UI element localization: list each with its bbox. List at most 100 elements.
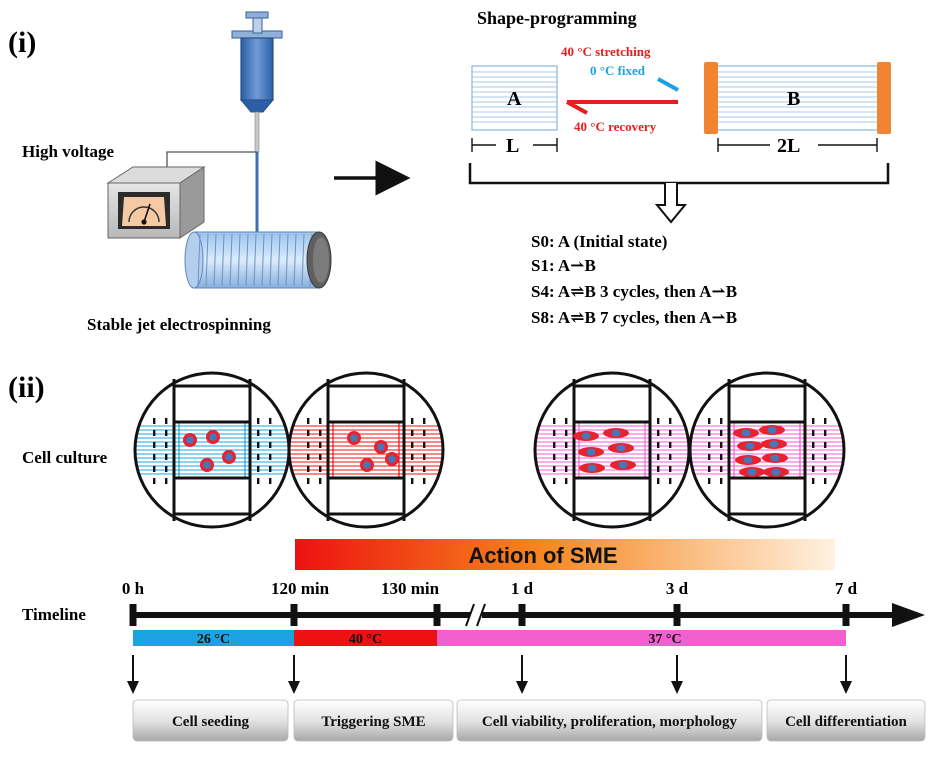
stage-box <box>456 699 763 742</box>
timeline-tick <box>673 604 681 626</box>
cell <box>385 452 399 466</box>
cell <box>733 428 759 438</box>
timeline-tick-label: 120 min <box>271 579 330 598</box>
timeline-axis <box>133 603 925 627</box>
sample-s4: S4: A⇌B 3 cycles, then A⇀B <box>531 282 737 301</box>
length-l-label: L <box>506 135 519 157</box>
sme-banner <box>295 539 835 570</box>
timeline-label: Timeline <box>22 605 86 624</box>
right-clamp <box>877 62 891 134</box>
stage-label: Cell seeding <box>172 714 250 730</box>
dish-fibers <box>535 425 689 475</box>
cell <box>347 431 361 445</box>
timeline-tick <box>290 604 298 626</box>
timeline-ticks: 0 h 120 min 130 min 1 d 3 d 7 d <box>122 579 858 626</box>
stretching-label: 40 °C stretching <box>561 44 651 59</box>
timeline-tick-label: 130 min <box>381 579 440 598</box>
sme-banner-label: Action of SME <box>468 543 617 568</box>
state-a-label: A <box>507 88 522 110</box>
left-clamp <box>704 62 718 134</box>
cell <box>579 463 605 473</box>
cell <box>761 439 787 449</box>
cell <box>374 440 388 454</box>
fixed-label: 0 °C fixed <box>590 63 646 78</box>
stage-label: Triggering SME <box>321 714 425 730</box>
voltage-wire <box>166 151 257 172</box>
timeline-tick <box>518 604 526 626</box>
stage-arrowhead-icon <box>127 681 139 694</box>
cell <box>603 428 629 438</box>
timeline-tick <box>842 604 850 626</box>
cell <box>759 425 785 435</box>
recovery-label: 40 °C recovery <box>574 119 657 134</box>
stage-arrowhead-icon <box>671 681 683 694</box>
electrospinning-caption: Stable jet electrospinning <box>87 315 271 334</box>
collector-drum-icon <box>184 231 332 289</box>
sample-s0: S0: A (Initial state) <box>531 232 667 251</box>
experiment-stages: Cell seeding Triggering SME Cell viability… <box>127 655 926 742</box>
cell <box>360 458 374 472</box>
cell <box>222 450 236 464</box>
timeline-tick-label: 7 d <box>835 579 858 598</box>
temperature-phase-bar <box>437 630 846 646</box>
stage-box <box>132 699 289 742</box>
panel-ii-label: (ii) <box>8 371 45 404</box>
programming-arrows-icon <box>566 77 679 115</box>
dish-side-dots <box>708 418 827 484</box>
length-2l-dimension <box>717 138 878 152</box>
timeline-tick-label: 0 h <box>122 579 145 598</box>
temperature-phase-bar <box>133 630 294 646</box>
timeline-tick <box>433 604 441 626</box>
temperature-phase-label: 26 °C <box>197 632 230 647</box>
syringe-icon <box>231 11 283 236</box>
cell <box>200 458 214 472</box>
high-voltage-label: High voltage <box>22 142 115 161</box>
timeline-tick-label: 3 d <box>666 579 689 598</box>
cell <box>206 430 220 444</box>
stage-box <box>766 699 926 742</box>
cell <box>608 443 634 453</box>
cell-culture-label: Cell culture <box>22 448 108 467</box>
dish-sme <box>287 371 445 529</box>
timeline-tick <box>129 604 137 626</box>
cell <box>610 460 636 470</box>
stage-arrowhead-icon <box>288 681 300 694</box>
cell <box>183 433 197 447</box>
shape-programming-title: Shape-programming <box>477 8 637 28</box>
bracket <box>468 163 890 185</box>
dish-side-dots <box>307 418 426 484</box>
dish-viability <box>533 371 691 529</box>
state-b-film <box>704 62 891 134</box>
dish-side-dots <box>153 418 272 484</box>
cell <box>763 467 789 477</box>
dish-seeding <box>133 371 291 529</box>
state-a-film <box>471 65 558 131</box>
panel-i-label: (i) <box>8 26 36 59</box>
temperature-phases: 26 °C 40 °C 37 °C <box>133 630 846 647</box>
dish-differentiation <box>688 371 846 529</box>
stage-arrowhead-icon <box>516 681 528 694</box>
cell <box>735 455 761 465</box>
stage-label: Cell viability, proliferation, morpholog… <box>482 714 738 730</box>
cell <box>762 453 788 463</box>
stage-arrowhead-icon <box>840 681 852 694</box>
culture-dishes <box>133 371 846 529</box>
cell <box>578 447 604 457</box>
timeline-tick-label: 1 d <box>511 579 534 598</box>
state-b-label: B <box>787 88 800 110</box>
temperature-phase-label: 37 °C <box>648 632 681 647</box>
stage-label: Cell differentiation <box>785 714 907 730</box>
down-arrow-icon <box>654 183 688 224</box>
sample-s1: S1: A⇀B <box>531 256 596 275</box>
power-supply-icon <box>106 166 206 239</box>
length-l-dimension <box>471 138 558 152</box>
cell <box>737 441 763 451</box>
dish-side-dots <box>553 418 672 484</box>
temperature-phase-label: 40 °C <box>349 632 382 647</box>
cell <box>739 467 765 477</box>
temperature-phase-bar <box>294 630 437 646</box>
sample-s8: S8: A⇌B 7 cycles, then A⇀B <box>531 308 737 327</box>
length-2l-label: 2L <box>777 135 800 157</box>
cell <box>573 431 599 441</box>
